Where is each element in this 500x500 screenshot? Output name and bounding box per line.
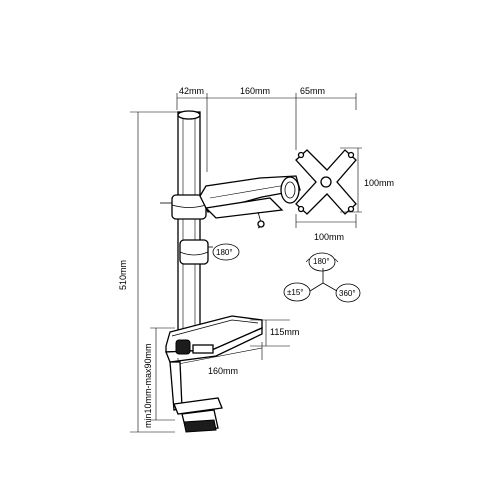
- tilt-right-label: 360°: [339, 289, 356, 298]
- desk-clamp: [169, 361, 223, 433]
- arm: [199, 175, 301, 229]
- arm-offset-label: 42mm: [179, 86, 204, 96]
- base-depth-label: 160mm: [208, 366, 238, 376]
- cable-clip: [179, 239, 213, 265]
- swivel-180-badge: 180°: [212, 243, 240, 261]
- pole: [177, 110, 201, 338]
- rotation-symbol: [283, 252, 361, 303]
- height-dimension-lines: [130, 111, 180, 433]
- vesa-width-label: 100mm: [314, 232, 344, 242]
- vesa-height-label: 100mm: [364, 178, 394, 188]
- base-height-label: 115mm: [270, 327, 299, 337]
- pole-swivel-label: 180°: [216, 248, 233, 257]
- vesa-offset-label: 65mm: [300, 86, 325, 96]
- tilt-left-label: ±15°: [287, 288, 304, 297]
- pole-collar: [160, 194, 207, 220]
- tilt-top-label: 180°: [313, 257, 330, 266]
- vesa-dimension-lines: [295, 147, 362, 228]
- total-height-label: 510mm: [118, 260, 128, 290]
- vesa-plate: [295, 149, 357, 215]
- arm-length-label: 160mm: [240, 86, 270, 96]
- top-dimension-lines: [176, 93, 357, 172]
- clamp-range-label: min10mm-max90mm: [143, 343, 153, 428]
